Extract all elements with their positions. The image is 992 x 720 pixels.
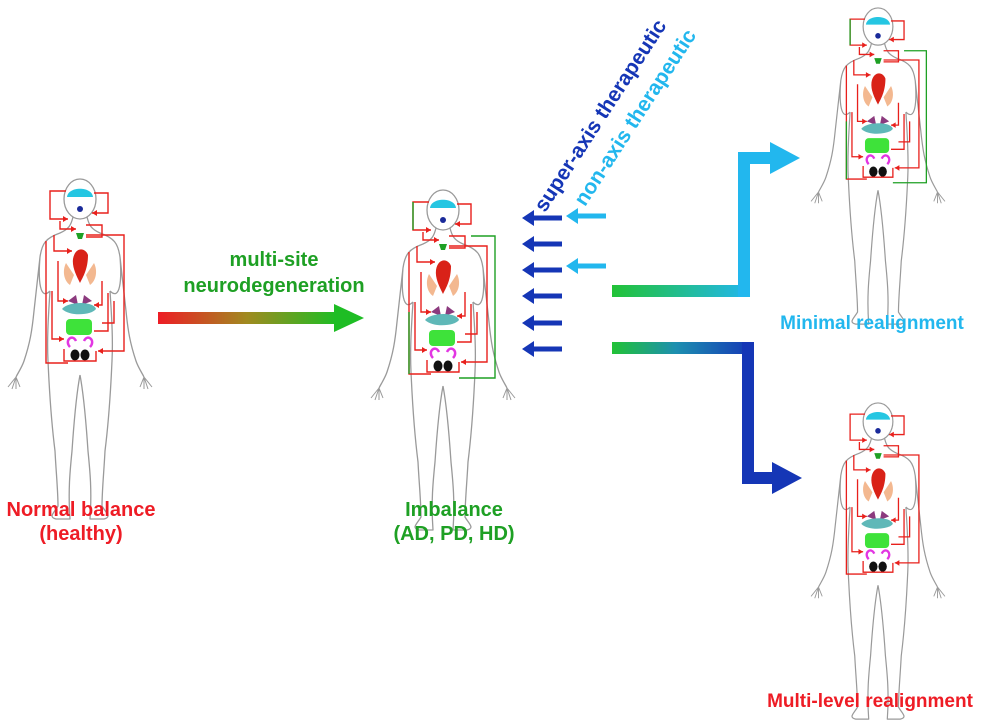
label-normal-line2: (healthy) [39,523,123,545]
label-imbalance-line2: (AD, PD, HD) [393,523,515,545]
super-axis-arrow-5 [522,315,562,331]
figure-healthy [6,177,154,521]
minimal-outcome-arrow [612,142,800,297]
non-axis-arrow-2 [566,258,606,274]
super-axis-arrow-1 [522,210,562,226]
super-axis-arrows [522,210,562,357]
super-axis-arrow-2 [522,236,562,252]
label-normal-balance: Normal balance (healthy) [0,498,162,546]
super-axis-arrow-6 [522,341,562,357]
figure-imbalance [369,188,517,532]
label-multi-level-realignment: Multi-level realignment [767,691,973,712]
label-minimal-realignment: Minimal realignment [780,313,964,334]
label-transition-line1: multi-site [229,249,319,271]
non-axis-arrow-1 [566,208,606,224]
super-axis-arrow-3 [522,262,562,278]
multi-level-outcome-arrow [612,342,802,494]
label-imbalance: Imbalance (AD, PD, HD) [372,498,536,546]
figure-multi-level-realignment [809,401,947,720]
figure-minimal-realignment [809,6,947,326]
label-imbalance-line1: Imbalance [405,499,503,521]
non-axis-arrows [566,208,606,274]
label-normal-line1: Normal balance [6,499,156,521]
super-axis-arrow-4 [522,288,562,304]
label-neurodegeneration: multi-site neurodegeneration [176,247,372,299]
neurodegeneration-arrow [158,304,364,332]
label-transition-line2: neurodegeneration [183,275,365,297]
